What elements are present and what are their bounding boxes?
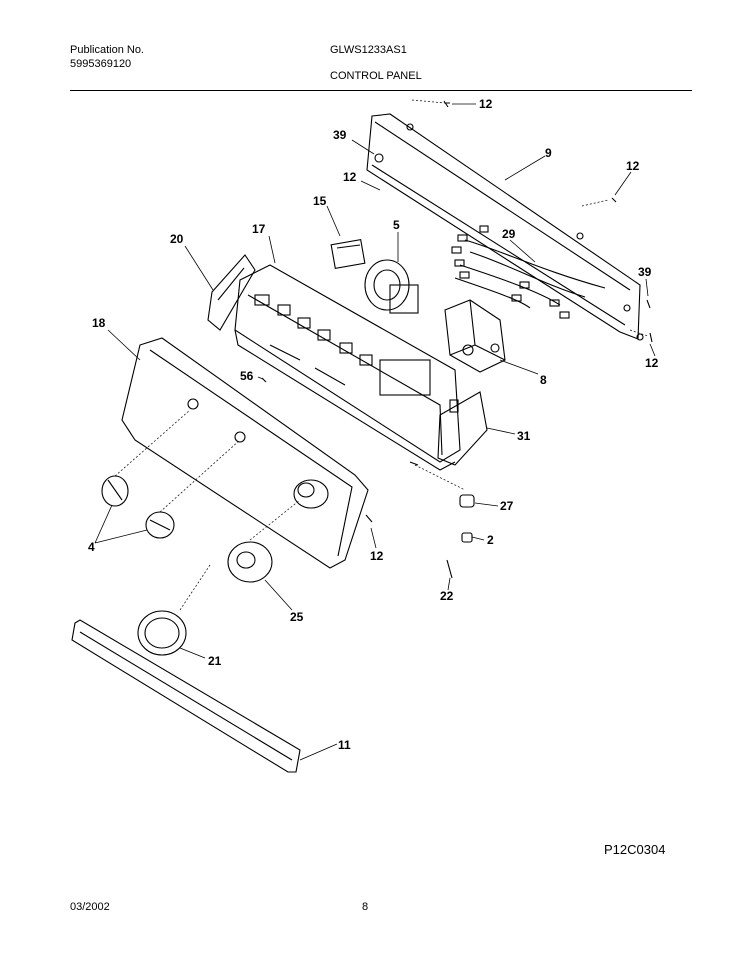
callout-label: 20	[170, 232, 184, 246]
callout-label: 15	[313, 194, 327, 208]
callout-label: 12	[479, 97, 493, 111]
callout-label: 12	[343, 170, 357, 184]
callout-label: 21	[208, 654, 222, 668]
end-cap-right-part	[437, 391, 488, 466]
callout-label: 29	[502, 227, 516, 241]
callout-label: 56	[240, 369, 254, 383]
control-console-part	[234, 264, 461, 471]
callout-label: 25	[290, 610, 304, 624]
small-hardware-parts	[261, 100, 653, 579]
leader-lines	[94, 103, 656, 761]
callout-label: 12	[645, 356, 659, 370]
page-number: 8	[362, 901, 369, 913]
header-rule	[70, 90, 692, 91]
wire-harness-part	[451, 225, 606, 319]
callout-label: 4	[88, 540, 95, 554]
dial-knob-part	[227, 541, 273, 583]
callout-label: 31	[517, 429, 531, 443]
knob-lower-part	[145, 511, 175, 539]
knob-upper-part	[101, 475, 129, 507]
publication-number: 5995369120	[70, 58, 132, 70]
front-panel-part	[121, 337, 369, 569]
figure-code: P12C0304	[604, 842, 666, 857]
dashed-assembly-lines	[114, 99, 649, 611]
callout-label: 5	[393, 218, 400, 232]
callout-label: 22	[440, 589, 454, 603]
model-number: GLWS1233AS1	[330, 44, 407, 56]
callout-label: 18	[92, 316, 106, 330]
callout-label: 39	[333, 128, 347, 142]
switch-module-part	[444, 299, 506, 373]
callout-label: 2	[487, 533, 494, 547]
back-panel-part	[366, 113, 644, 341]
callout-label: 39	[638, 265, 652, 279]
callout-label: 9	[545, 146, 552, 160]
skirt-ring-part	[137, 610, 187, 656]
timer-part	[330, 238, 366, 270]
callout-label: 27	[500, 499, 514, 513]
callout-label: 17	[252, 222, 266, 236]
section-title: CONTROL PANEL	[330, 70, 422, 82]
publication-label: Publication No.	[70, 44, 144, 56]
callout-label: 12	[626, 159, 640, 173]
end-cap-left-part	[207, 254, 256, 331]
callout-label: 11	[338, 738, 351, 752]
dial-part	[364, 259, 419, 314]
trim-part	[71, 619, 301, 773]
callout-label: 12	[370, 549, 384, 563]
footer-date: 03/2002	[70, 901, 110, 913]
callout-label: 8	[540, 373, 547, 387]
